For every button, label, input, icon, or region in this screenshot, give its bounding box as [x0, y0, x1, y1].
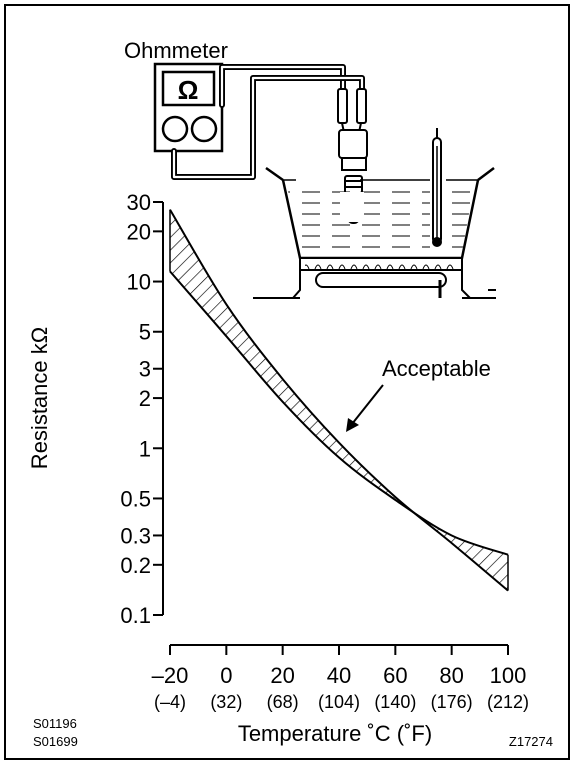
x-tick-label: 40 [327, 663, 351, 688]
x-tick-label: 20 [270, 663, 294, 688]
x-tick-label: 100 [490, 663, 527, 688]
water-bath [253, 166, 496, 299]
meter-leads [171, 64, 365, 180]
meter-jack-left [161, 115, 189, 143]
ohmmeter-display [161, 70, 216, 107]
thermometer [432, 128, 442, 247]
y-tick-label: 1 [139, 436, 151, 461]
x-axis-ticks: –20 (–4) 0 (32) 20 (68) 40 (104) 60 (140) 80 (176) 1… [152, 645, 529, 712]
burner-tube [315, 272, 447, 288]
y-tick-label: 5 [139, 320, 151, 345]
y-tick-label: 20 [127, 219, 151, 244]
x-axis-title: Temperature ˚C (˚F) [238, 721, 432, 746]
ohmmeter-label: Ohmmeter [124, 38, 228, 63]
x-tick-sublabel: (32) [210, 692, 242, 712]
x-tick-sublabel: (140) [374, 692, 416, 712]
x-tick-sublabel: (176) [431, 692, 473, 712]
y-tick-label: 3 [139, 357, 151, 382]
x-tick-label: 0 [220, 663, 232, 688]
code-left-top: S01196 [33, 716, 77, 731]
y-tick-label: 0.2 [120, 553, 151, 578]
x-tick-sublabel: (68) [267, 692, 299, 712]
figure-frame [4, 4, 570, 760]
band-hatch [170, 209, 508, 591]
x-tick-sublabel: (212) [487, 692, 529, 712]
x-tick-label: 60 [383, 663, 407, 688]
code-left-bottom: S01699 [33, 734, 78, 749]
ohm-symbol: Ω [178, 75, 199, 105]
callout-arrowhead [346, 418, 359, 432]
y-tick-label: 10 [127, 270, 151, 295]
y-tick-label: 0.5 [120, 486, 151, 511]
y-tick-label: 0.3 [120, 523, 151, 548]
meter-jack-right [190, 115, 218, 143]
y-axis-ticks: 30 20 10 5 3 2 1 0.5 0.3 0.2 0.1 [120, 190, 163, 628]
y-axis-title: Resistance kΩ [27, 327, 52, 469]
sensor-connector [338, 129, 368, 159]
code-right: Z17274 [509, 734, 553, 749]
acceptable-callout: Acceptable [346, 356, 491, 432]
probe-right [356, 88, 367, 124]
y-tick-label: 0.1 [120, 603, 151, 628]
acceptable-band [169, 209, 509, 592]
y-tick-label: 30 [127, 190, 151, 215]
band-upper-edge [169, 209, 509, 592]
x-tick-label: 80 [439, 663, 463, 688]
y-tick-label: 2 [139, 386, 151, 411]
ohmmeter: Ω Ohmmeter [124, 38, 228, 153]
x-tick-sublabel: (104) [318, 692, 360, 712]
x-tick-label: –20 [152, 663, 189, 688]
callout-line [351, 384, 384, 425]
x-tick-sublabel: (–4) [154, 692, 186, 712]
resistance-chart: 30 20 10 5 3 2 1 0.5 0.3 0.2 0.1 –20 (–4) 0 (32) 20 (68… [120, 190, 529, 712]
acceptable-label: Acceptable [382, 356, 491, 381]
probe-left [337, 88, 348, 124]
water [287, 186, 474, 252]
band-lower-edge [169, 270, 509, 556]
